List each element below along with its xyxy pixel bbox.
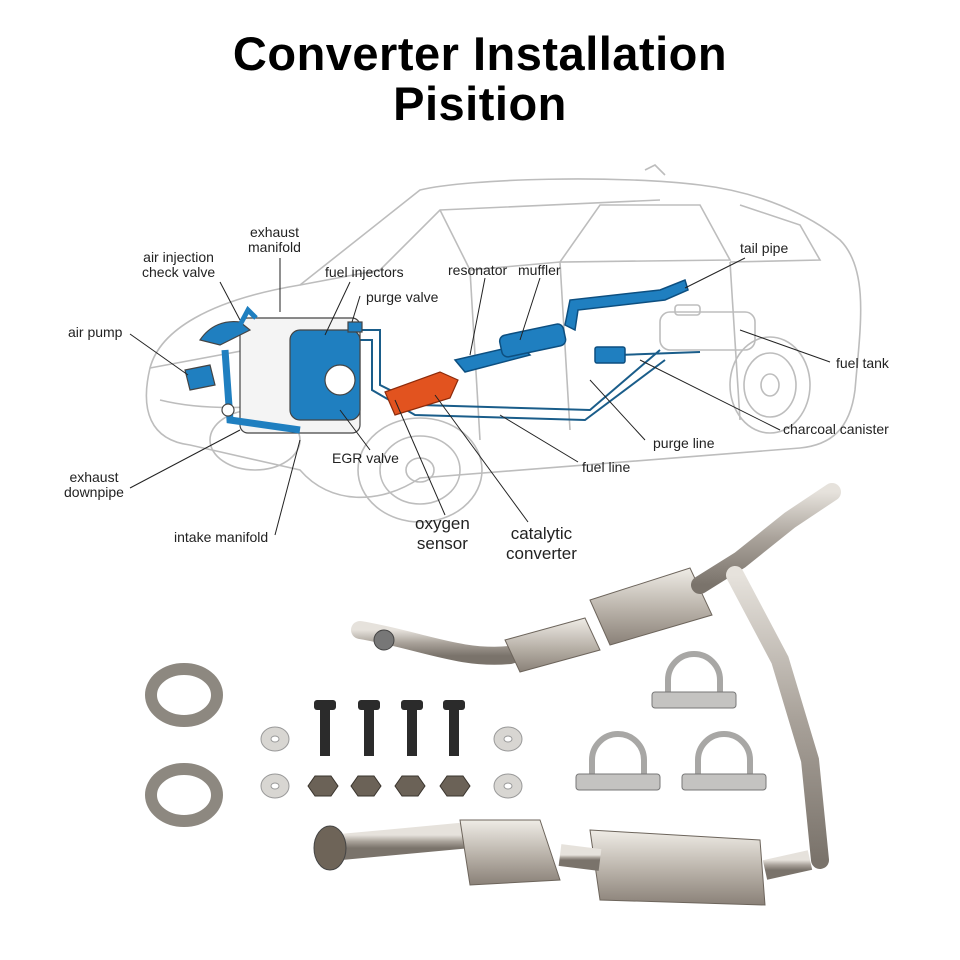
label-exhaust-manifold-line2: manifold (248, 239, 301, 255)
label-exhaust-downpipe-line2: downpipe (64, 484, 124, 500)
label-muffler: muffler (518, 262, 561, 278)
label-fuel-injectors: fuel injectors (325, 264, 404, 280)
title-line-2: Pisition (393, 77, 567, 130)
gasket-rings (145, 663, 223, 827)
label-fuel-tank: fuel tank (836, 355, 889, 371)
clamp-brackets (575, 691, 767, 791)
catalytic-converter-highlight (384, 371, 459, 416)
leader-lines (129, 257, 831, 536)
label-exhaust-manifold-line1: exhaust (249, 224, 299, 240)
label-egr-valve: EGR valve (332, 450, 399, 466)
label-air-injection-check-valve: air injection check valve (142, 250, 215, 280)
label-air-injection-line2: check valve (142, 264, 216, 280)
label-catalytic-converter-line2: converter (506, 544, 577, 563)
label-catalytic-converter: catalytic converter (506, 524, 577, 564)
engine (184, 305, 363, 434)
car-outline (145, 164, 862, 523)
label-oxygen-sensor: oxygen sensor (415, 514, 470, 554)
label-exhaust-downpipe-line1: exhaust (69, 469, 119, 485)
label-resonator: resonator (448, 262, 508, 278)
label-intake-manifold: intake manifold (174, 529, 269, 545)
label-air-injection-line1: air injection (143, 249, 214, 265)
label-purge-valve: purge valve (366, 289, 439, 305)
label-exhaust-downpipe: exhaust downpipe (64, 470, 124, 500)
label-charcoal-canister: charcoal canister (783, 421, 889, 437)
nuts (307, 775, 471, 797)
title-line-1: Converter Installation (232, 27, 728, 80)
label-catalytic-converter-line1: catalytic (510, 524, 573, 543)
label-oxygen-sensor-line1: oxygen (415, 514, 470, 533)
label-exhaust-manifold: exhaust manifold (248, 225, 301, 255)
label-oxygen-sensor-line2: sensor (416, 534, 468, 553)
label-tail-pipe: tail pipe (740, 240, 789, 256)
exhaust-system (453, 278, 689, 373)
lower-catalytic-pipe (313, 819, 813, 906)
label-purge-line: purge line (653, 435, 715, 451)
label-air-pump: air pump (68, 324, 123, 340)
washers (260, 726, 523, 799)
u-clamps (589, 651, 753, 780)
upper-catalytic-pipe (351, 483, 841, 869)
label-fuel-line: fuel line (582, 459, 631, 475)
bolts (314, 700, 465, 756)
